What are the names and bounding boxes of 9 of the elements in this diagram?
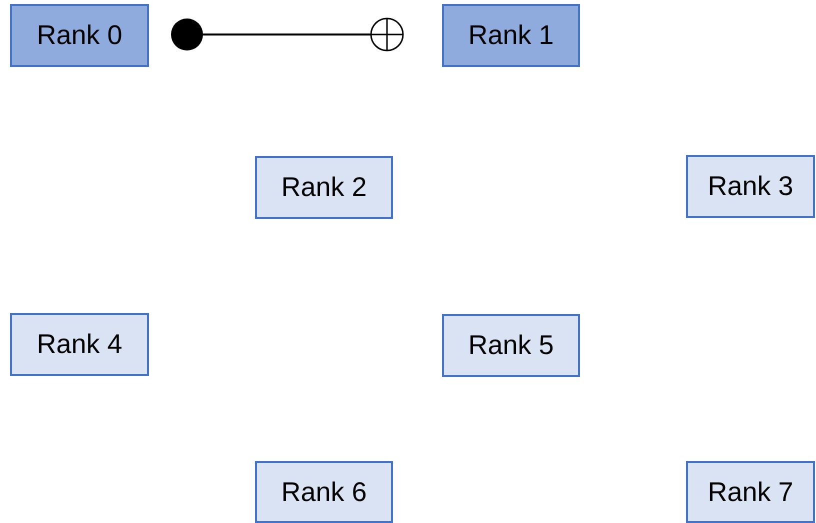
rank-box: Rank 5 [442, 314, 580, 377]
connector-line [171, 18, 404, 52]
rank-box: Rank 6 [255, 461, 393, 523]
rank-box: Rank 3 [686, 155, 815, 218]
rank-box: Rank 7 [686, 461, 815, 523]
rank-box: Rank 2 [255, 156, 393, 219]
rank-box: Rank 4 [10, 313, 149, 376]
rank-box: Rank 0 [10, 4, 149, 67]
rank-box: Rank 1 [442, 4, 580, 67]
